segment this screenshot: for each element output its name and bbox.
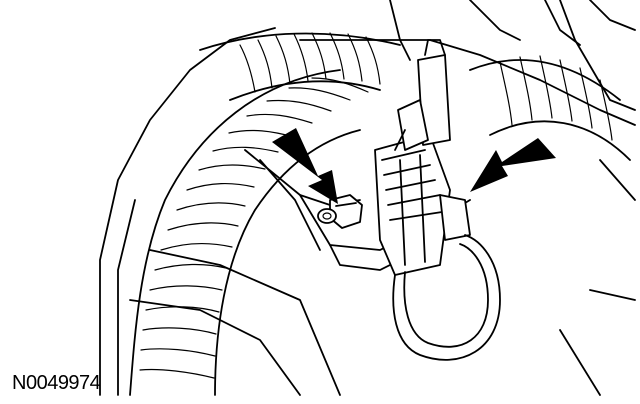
- cable-loop: [392, 234, 501, 361]
- upper-corrugated-hose: [199, 32, 401, 101]
- right-pointer-arrow: [470, 138, 556, 192]
- wire-harness: [394, 39, 451, 151]
- bolt-fastener: [317, 194, 363, 229]
- figure-id-label: N0049974: [12, 372, 101, 394]
- electrical-connector: [374, 134, 471, 276]
- housing-outline: [99, 0, 636, 396]
- corrugated-air-duct: [129, 69, 369, 396]
- right-corrugated-hose: [469, 55, 631, 161]
- left-pointer-arrow: [272, 128, 338, 204]
